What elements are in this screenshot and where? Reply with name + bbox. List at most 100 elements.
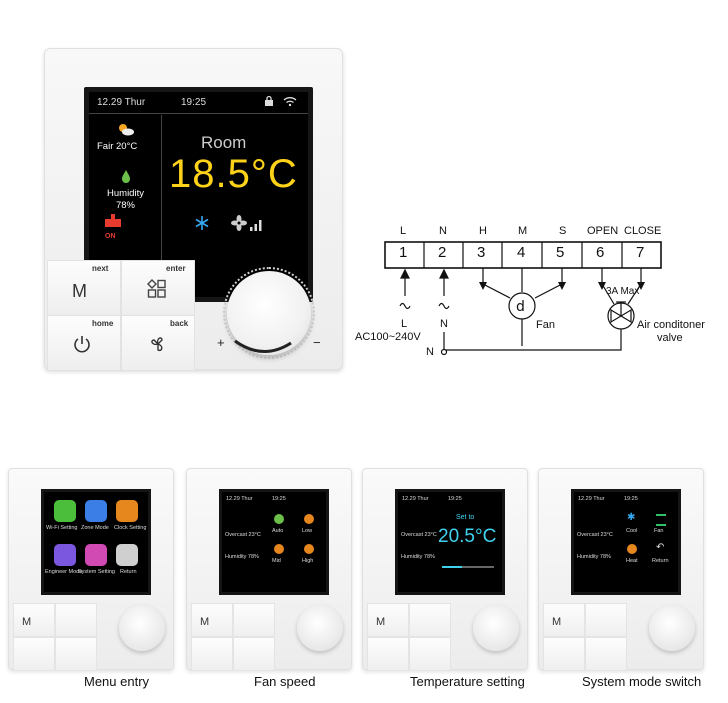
caption-menu-entry: Menu entry — [84, 674, 150, 689]
mode-option-fan[interactable]: Fan — [654, 528, 664, 534]
panel-divider — [161, 115, 162, 293]
thumb-dial[interactable] — [473, 605, 519, 651]
temperature-dial[interactable] — [227, 271, 311, 355]
terminal-label-2: N — [439, 225, 447, 237]
thumb-menu-key[interactable] — [233, 603, 275, 637]
supply-l-label: L — [401, 318, 408, 330]
fan-option-auto[interactable]: Auto — [272, 528, 284, 534]
thumb-dial[interactable] — [649, 605, 695, 651]
lock-icon — [265, 95, 273, 106]
thumb-mode-key[interactable]: M — [543, 603, 585, 637]
menu-item-1[interactable]: Zone Mode — [81, 525, 109, 531]
menu-grid-icon — [147, 279, 166, 298]
supply-n-label: N — [440, 318, 448, 330]
return-arrow-icon: ↶ — [656, 542, 665, 553]
thumb-menu-device: Wi-Fi Setting Zone Mode Clock Setting En… — [8, 468, 174, 671]
thumb-mode-humidity: Humidity 78% — [577, 554, 611, 560]
thumb-fan-key[interactable] — [409, 637, 451, 671]
mode-option-cool[interactable]: Cool — [626, 528, 638, 534]
thumb-menu-key[interactable] — [409, 603, 451, 637]
fan-symbol-icon: d — [516, 299, 525, 315]
thumb-dial[interactable] — [297, 605, 343, 651]
partly-cloudy-icon — [119, 124, 134, 136]
valve-max-label: 3A Max — [606, 286, 640, 297]
thumb-fan-key[interactable] — [233, 637, 275, 671]
thumb-mode-letter: M — [22, 616, 32, 628]
terminal-label-5: S — [559, 225, 567, 237]
thumb-menu-key[interactable] — [585, 603, 627, 637]
thumb-mode-screen: 12.29 Thur 19:25 Overcast 23°C Humidity … — [571, 489, 681, 595]
terminal-number-3: 3 — [477, 244, 486, 261]
thumb-dial[interactable] — [119, 605, 165, 651]
status-bar: 12.29 Thur 19:25 — [89, 92, 308, 112]
terminal-label-1: L — [400, 225, 407, 237]
fan-option-low[interactable]: Low — [302, 528, 313, 534]
valve-status: ON — [105, 233, 116, 240]
menu-item-0[interactable]: Wi-Fi Setting — [46, 525, 78, 531]
terminal-label-3: H — [479, 225, 487, 237]
thumb-temp-humidity: Humidity 78% — [401, 554, 435, 560]
thumb-fan-key[interactable] — [585, 637, 627, 671]
terminal-number-1: 1 — [399, 244, 408, 261]
valve-symbol-icon — [610, 301, 632, 324]
back-label: back — [170, 319, 189, 328]
mode-next-key[interactable]: next M — [47, 260, 121, 316]
next-label: next — [92, 264, 109, 273]
thumb-fan-device: 12.29 Thur 19:25 Overcast 23°C Humidity … — [186, 468, 352, 671]
humidity-drop-icon — [122, 170, 130, 183]
menu-enter-key[interactable]: enter — [121, 260, 195, 316]
thumb-power-key[interactable] — [191, 637, 233, 671]
room-temperature: 18.5°C — [169, 152, 298, 196]
thumb-temp-time: 19:25 — [448, 496, 462, 502]
dial-ridge — [223, 267, 315, 359]
thumb-fan-key[interactable] — [55, 637, 97, 671]
status-divider — [89, 113, 308, 114]
terminal-number-5: 5 — [556, 244, 565, 261]
home-label: home — [92, 319, 114, 328]
return-icon — [116, 544, 138, 566]
status-time: 19:25 — [181, 97, 207, 108]
terminal-number-4: 4 — [517, 244, 526, 261]
menu-item-4[interactable]: System Setting — [78, 569, 115, 575]
fan-option-high[interactable]: High — [302, 558, 314, 564]
thumb-mode-letter: M — [552, 616, 562, 628]
fan-auto-icon — [274, 514, 284, 524]
clock-setting-icon — [116, 500, 138, 522]
mode-option-return[interactable]: Return — [652, 558, 669, 564]
temperature-slider-track[interactable] — [442, 566, 494, 568]
mode-letter: M — [72, 281, 87, 301]
system-setting-icon — [85, 544, 107, 566]
menu-item-3[interactable]: Engineer Mode — [45, 569, 83, 575]
thumb-power-key[interactable] — [13, 637, 55, 671]
thumb-mode-time: 19:25 — [624, 496, 638, 502]
room-label: Room — [201, 133, 247, 152]
thumb-mode-key[interactable]: M — [13, 603, 55, 637]
thumb-mode-letter: M — [200, 616, 210, 628]
fan-speed-bars-icon — [250, 220, 262, 231]
terminal-block — [384, 241, 662, 269]
thumb-keypad: M — [363, 603, 527, 671]
dial-plus: + — [217, 335, 225, 350]
thumb-mode-key[interactable]: M — [367, 603, 409, 637]
thumb-menu-screen: Wi-Fi Setting Zone Mode Clock Setting En… — [41, 489, 151, 595]
thumb-power-key[interactable] — [543, 637, 585, 671]
terminal-number-2: 2 — [438, 244, 447, 261]
menu-item-2[interactable]: Clock Setting — [114, 525, 147, 531]
power-home-key[interactable]: home — [47, 315, 121, 371]
terminal-label-6: OPEN — [587, 225, 619, 237]
thumb-power-key[interactable] — [367, 637, 409, 671]
thumb-mode-key[interactable]: M — [191, 603, 233, 637]
wifi-icon — [283, 97, 297, 107]
thumb-menu-key[interactable] — [55, 603, 97, 637]
menu-item-5[interactable]: Return — [120, 569, 137, 575]
terminal-number-6: 6 — [596, 244, 605, 261]
thumb-temp-screen: 12.29 Thur 19:25 Overcast 23°C Humidity … — [395, 489, 505, 595]
fan-back-key[interactable]: back — [121, 315, 195, 371]
fan-option-mid[interactable]: Mid — [272, 558, 281, 564]
mode-option-heat[interactable]: Heat — [626, 558, 638, 564]
snowflake-icon — [195, 216, 209, 230]
thumb-temp-date: 12.29 Thur — [402, 496, 429, 502]
fan-wave-icon — [656, 514, 666, 526]
